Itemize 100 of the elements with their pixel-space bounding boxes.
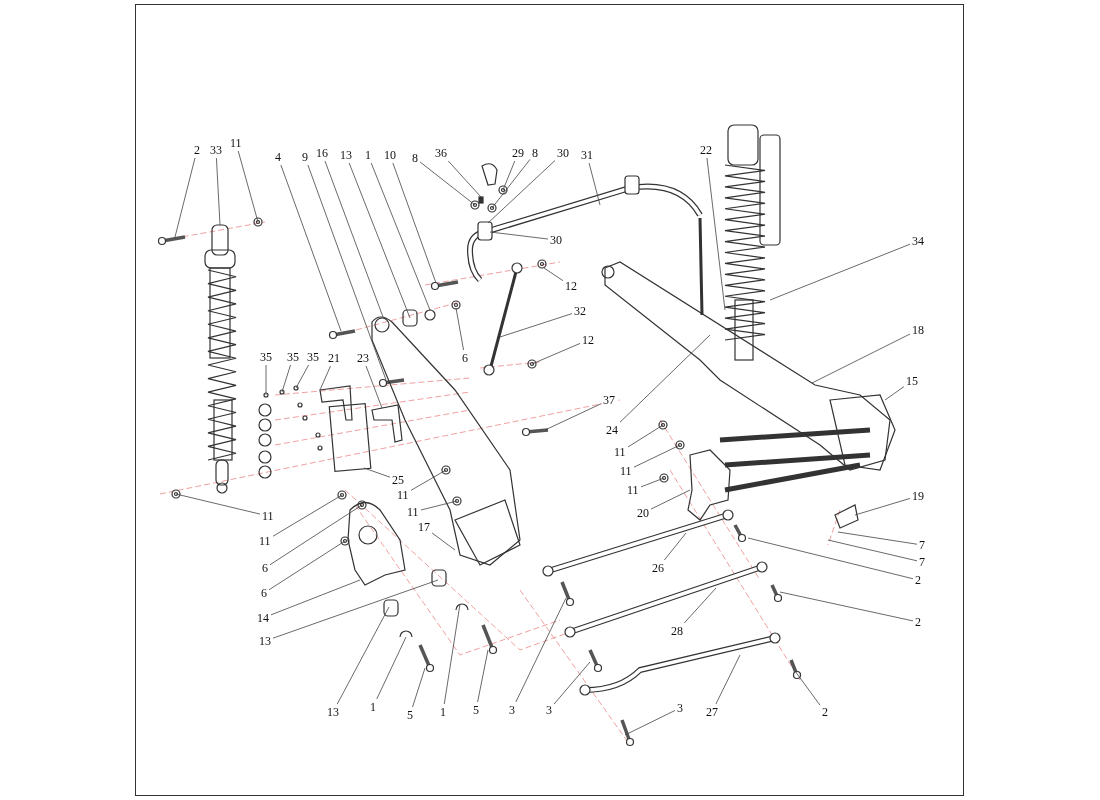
leader-line [370, 162, 431, 311]
leader-line [588, 162, 601, 206]
leader-line [295, 364, 309, 389]
leader-line [683, 587, 717, 624]
leader-line [420, 500, 458, 511]
leader-line [664, 532, 687, 561]
leader-line [268, 540, 346, 591]
callout-number: 9 [301, 150, 309, 164]
callout-number: 4 [274, 150, 282, 164]
callout-number: 15 [905, 374, 919, 388]
callout-number: 14 [256, 611, 270, 625]
leader-line [365, 365, 383, 409]
callout-number: 26 [651, 561, 665, 575]
leader-line [715, 654, 741, 705]
leader-line [281, 364, 291, 393]
callout-number: 18 [911, 323, 925, 337]
leader-line [627, 424, 664, 448]
callout-number: 28 [670, 624, 684, 638]
callout-number: 11 [613, 445, 627, 459]
leader-line [884, 386, 905, 401]
callout-number: 12 [564, 279, 578, 293]
callout-number: 3 [545, 703, 553, 717]
leader-line [392, 162, 437, 284]
leader-line [443, 603, 461, 705]
callout-number: 30 [549, 233, 563, 247]
leader-line [531, 343, 581, 365]
leader-line [174, 157, 196, 238]
leader-line [410, 469, 447, 491]
leader-line [633, 444, 681, 468]
leader-line [619, 334, 711, 423]
callout-number: 5 [406, 708, 414, 722]
leader-line [502, 160, 516, 191]
callout-number: 8 [531, 146, 539, 160]
callout-number: 11 [258, 534, 272, 548]
leader-line [363, 467, 391, 478]
leader-line [747, 537, 914, 580]
leader-line [447, 160, 482, 198]
leader-line [348, 162, 411, 319]
callout-number: 6 [261, 561, 269, 575]
callout-number: 10 [383, 148, 397, 162]
callout-number: 23 [356, 351, 370, 365]
callout-number: 30 [556, 146, 570, 160]
callout-number: 17 [417, 520, 431, 534]
callout-number: 5 [472, 703, 480, 717]
leader-line [319, 365, 331, 391]
callout-number: 16 [315, 146, 329, 160]
leader-line [280, 164, 342, 332]
callout-number: 11 [261, 509, 275, 523]
callout-number: 25 [391, 473, 405, 487]
callout-number: 2 [914, 615, 922, 629]
callout-number: 21 [327, 351, 341, 365]
callout-number: 19 [911, 489, 925, 503]
leader-line [640, 477, 665, 488]
callout-number: 33 [209, 143, 223, 157]
callout-number: 11 [626, 483, 640, 497]
callout-number: 29 [511, 146, 525, 160]
callout-number: 13 [258, 634, 272, 648]
leader-line [624, 710, 676, 736]
leader-line [487, 160, 556, 224]
callout-number: 7 [918, 538, 926, 552]
leader-line [650, 489, 691, 510]
leader-line [811, 333, 911, 384]
leader-line [269, 504, 363, 566]
leader-line [412, 667, 426, 708]
leader-line [175, 493, 261, 515]
leader-line [543, 267, 564, 282]
callout-number: 2 [193, 143, 201, 157]
leader-line [216, 157, 221, 226]
callout-number: 34 [911, 234, 925, 248]
callout-number: 1 [369, 700, 377, 714]
callout-number: 22 [699, 143, 713, 157]
callout-number: 3 [676, 701, 684, 715]
leader-line [515, 597, 567, 703]
leader-line [489, 231, 549, 240]
callout-number: 1 [439, 705, 447, 719]
leader-line [272, 579, 439, 639]
callout-number: 31 [580, 148, 594, 162]
callout-number: 12 [581, 333, 595, 347]
leader-line [837, 531, 918, 545]
callout-number: 32 [573, 304, 587, 318]
callout-number: 1 [364, 148, 372, 162]
leader-line [237, 150, 259, 223]
leader-line [794, 670, 821, 706]
callout-number: 24 [605, 423, 619, 437]
leader-line [265, 364, 267, 396]
leader-line [270, 579, 361, 616]
leader-line [419, 161, 476, 206]
leader-line [491, 159, 531, 209]
callout-number: 20 [636, 506, 650, 520]
leader-line [706, 157, 726, 311]
leader-line [272, 494, 343, 537]
leader-line [431, 532, 456, 551]
callout-number: 2 [821, 705, 829, 719]
leader-line [553, 661, 591, 705]
callout-number: 11 [406, 505, 420, 519]
callout-number: 8 [411, 151, 419, 165]
callout-number: 35 [259, 350, 273, 364]
callout-number: 13 [326, 705, 340, 719]
callout-number: 11 [229, 136, 243, 150]
leader-line [477, 649, 489, 703]
